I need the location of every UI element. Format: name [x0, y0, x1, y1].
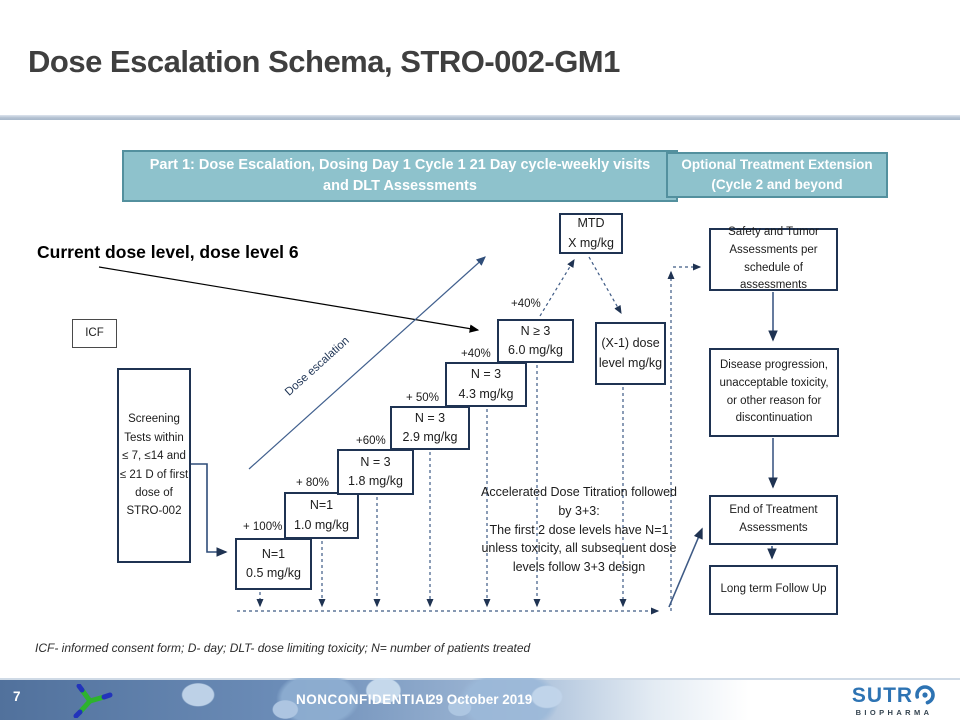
page-number: 7: [13, 689, 21, 704]
step-increment-label: +40%: [461, 348, 491, 360]
step-increment-label: + 50%: [406, 392, 439, 404]
antibody-icon: [73, 684, 113, 718]
step-dose: 1.8 mg/kg: [348, 474, 403, 488]
cell-image: [100, 678, 645, 720]
discontinuation-box: Disease progression, unacceptable toxici…: [709, 348, 839, 437]
icf-box: ICF: [72, 319, 117, 348]
current-dose-annotation: Current dose level, dose level 6: [37, 242, 299, 262]
dose-step-box-6-current: N ≥ 3 6.0 mg/kg: [497, 319, 574, 363]
step-dose: 0.5 mg/kg: [246, 566, 301, 580]
classification-label: NONCONFIDENTIAL: [296, 692, 434, 707]
sutro-biopharma-logo: SUTR BIOPHARMA: [836, 684, 952, 717]
safety-assessments-box: Safety and Tumor Assessments per schedul…: [709, 226, 838, 291]
step-increment-label: + 80%: [296, 477, 329, 489]
logo-subtitle: BIOPHARMA: [855, 708, 933, 717]
logo-o-icon: [915, 685, 935, 705]
step-dose: 2.9 mg/kg: [402, 430, 458, 444]
step-n: N = 3: [414, 410, 446, 425]
step-dose: 4.3 mg/kg: [458, 386, 514, 401]
step-n: N ≥ 3: [520, 323, 551, 338]
step-n: N=1: [261, 546, 286, 561]
step-dose: 6.0 mg/kg: [508, 343, 563, 357]
step-n: N=1: [309, 498, 334, 513]
x-minus-1-dose-box: (X-1) dose level mg/kg: [595, 322, 666, 385]
footnote: ICF- informed consent form; D- day; DLT-…: [35, 641, 531, 655]
end-of-treatment-box: End of Treatment Assessments: [709, 495, 838, 545]
step-n: N = 3: [470, 367, 502, 382]
phase-header-part1-label: Part 1: Dose Escalation, Dosing Day 1 Cy…: [149, 156, 651, 194]
dose-step-box-3: N = 3 1.8 mg/kg: [337, 449, 414, 495]
dose-step-box-5: N = 3 4.3 mg/kg: [445, 362, 527, 407]
screening-box: Screening Tests within ≤ 7, ≤14 and ≤ 21…: [117, 368, 191, 563]
step-increment-label: +40%: [511, 298, 541, 310]
mtd-box: MTD X mg/kg: [559, 213, 623, 254]
title-divider: [0, 115, 960, 120]
step-increment-label: + 100%: [243, 521, 283, 533]
page-title: Dose Escalation Schema, STRO-002-GM1: [28, 44, 620, 79]
footer-date: 29 October 2019: [428, 692, 533, 707]
dose-step-box-2: N=1 1.0 mg/kg: [284, 492, 359, 539]
dose-step-box-1: N=1 0.5 mg/kg: [235, 538, 312, 590]
phase-header-part1: Part 1: Dose Escalation, Dosing Day 1 Cy…: [122, 150, 678, 202]
step-n: N = 3: [360, 454, 391, 469]
step-increment-label: +60%: [356, 435, 386, 447]
dose-step-box-4: N = 3 2.9 mg/kg: [390, 406, 470, 450]
phase-header-extension-label: Optional Treatment Extension (Cycle 2 an…: [681, 157, 873, 192]
logo-wordmark: SUTR: [851, 683, 914, 707]
long-term-follow-up-box: Long term Follow Up: [709, 565, 838, 615]
step-dose: 1.0 mg/kg: [294, 517, 349, 532]
titration-note: Accelerated Dose Titration followed by 3…: [481, 485, 677, 574]
phase-header-extension: Optional Treatment Extension (Cycle 2 an…: [666, 152, 888, 198]
